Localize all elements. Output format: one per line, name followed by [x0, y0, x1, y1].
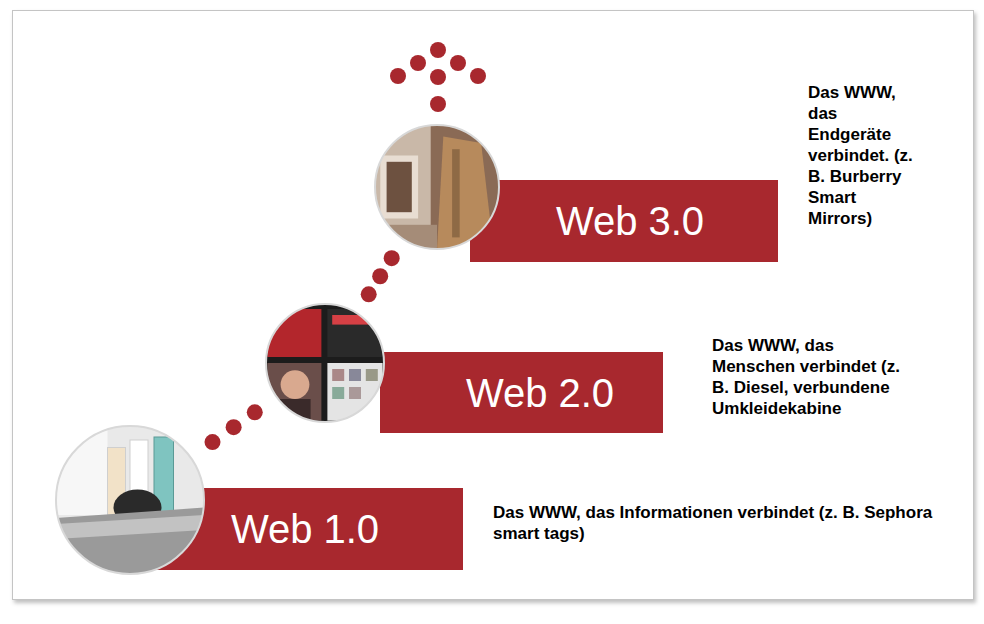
stage-photo [374, 124, 500, 250]
stage-title: Web 1.0 [231, 506, 379, 552]
stage-title: Web 3.0 [556, 198, 704, 244]
web-stage-band: Web 1.0Das WWW, das Informationen verbin… [150, 488, 463, 570]
stage-photo [265, 303, 385, 423]
dotted-connector [361, 250, 400, 302]
stage-description: Das WWW, das Menschen verbindet (z. B. D… [712, 335, 902, 419]
web-stage-band: Web 3.0Das WWW, das Endgeräte verbindet.… [470, 180, 778, 262]
dotted-connector [205, 404, 263, 450]
stage-photo [55, 425, 205, 575]
stage-description: Das WWW, das Endgeräte verbindet. (z. B.… [808, 82, 920, 229]
stage-title: Web 2.0 [466, 370, 614, 416]
stage-description: Das WWW, das Informationen verbindet (z.… [493, 502, 933, 544]
web-stage-band: Web 2.0Das WWW, das Menschen verbindet (… [380, 352, 663, 433]
